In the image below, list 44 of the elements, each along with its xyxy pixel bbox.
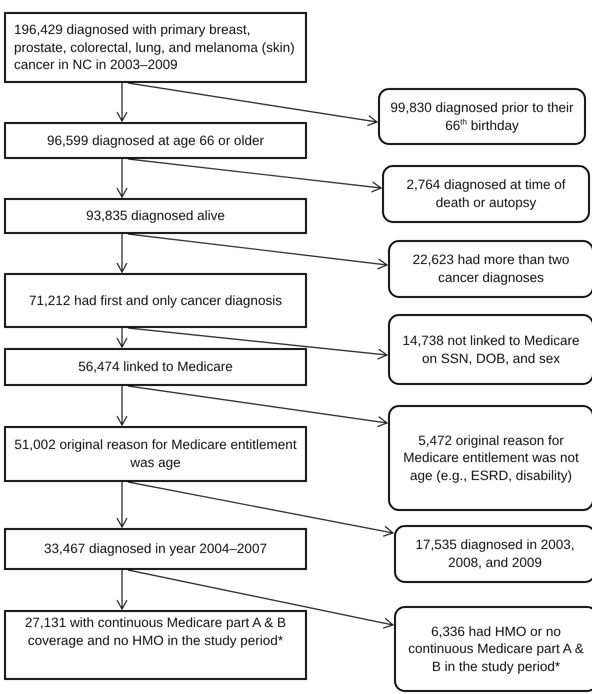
box-text: 33,467 diagnosed in year 2004–2007 bbox=[44, 540, 267, 558]
arrow bbox=[128, 385, 388, 428]
box-text: 71,212 had first and only cancer diagnosis bbox=[29, 292, 282, 310]
box-text: 5,472 original reason for Medicare entitlement was not age (e.g., ESRD, disability) bbox=[402, 432, 580, 484]
exclusion-box bbox=[388, 314, 592, 385]
exclusion-box bbox=[394, 606, 592, 692]
box-text: 93,835 diagnosed alive bbox=[86, 207, 225, 225]
box-text: 2,764 diagnosed at time of death or autopsy bbox=[405, 176, 567, 212]
box-text: 196,429 diagnosed with primary breast, prostate, colorectal, lung, and melanoma (skin) cancer in NC in 2003–2009 bbox=[14, 21, 296, 74]
process-box bbox=[4, 426, 307, 482]
arrow bbox=[128, 327, 388, 360]
arrow bbox=[128, 158, 382, 193]
arrow bbox=[116, 328, 128, 348]
exclusion-box bbox=[388, 240, 592, 298]
arrow bbox=[128, 481, 394, 537]
process-box bbox=[4, 610, 307, 680]
process-box bbox=[4, 528, 307, 570]
arrow bbox=[116, 234, 128, 273]
exclusion-box bbox=[382, 165, 590, 223]
process-box bbox=[4, 122, 307, 159]
box-text: 22,623 had more than two cancer diagnoses bbox=[412, 251, 570, 287]
box-text: 51,002 original reason for Medicare entitlement was age bbox=[14, 436, 297, 472]
box-text: 27,131 with continuous Medicare part A & B coverage and no HMO in the study period* bbox=[24, 614, 288, 650]
box-text: 56,474 linked to Medicare bbox=[78, 358, 233, 376]
box-text: 17,535 diagnosed in 2003, 2008, and 2009 bbox=[414, 536, 576, 572]
arrow bbox=[116, 386, 128, 426]
exclusion-box bbox=[378, 88, 586, 145]
arrow bbox=[116, 159, 128, 198]
box-text: 14,738 not linked to Medicare on SSN, DOB, and sex bbox=[401, 332, 581, 368]
box-text: 99,830 diagnosed prior to their 66$^{th}$ birthday bbox=[389, 98, 575, 134]
arrow bbox=[116, 83, 128, 122]
box-text: 96,599 diagnosed at age 66 or older bbox=[47, 132, 264, 150]
process-box bbox=[4, 12, 307, 83]
exclusion-box bbox=[394, 525, 592, 583]
arrow bbox=[128, 233, 388, 270]
box-text: 6,336 had HMO or no continuous Medicare part A & B in the study period* bbox=[407, 622, 585, 676]
arrow bbox=[128, 569, 394, 629]
arrow bbox=[116, 570, 128, 610]
exclusion-box bbox=[388, 405, 592, 511]
process-box bbox=[4, 198, 307, 234]
process-box bbox=[4, 273, 307, 328]
arrow bbox=[116, 482, 128, 528]
process-box bbox=[4, 348, 307, 386]
arrow bbox=[128, 82, 378, 126]
